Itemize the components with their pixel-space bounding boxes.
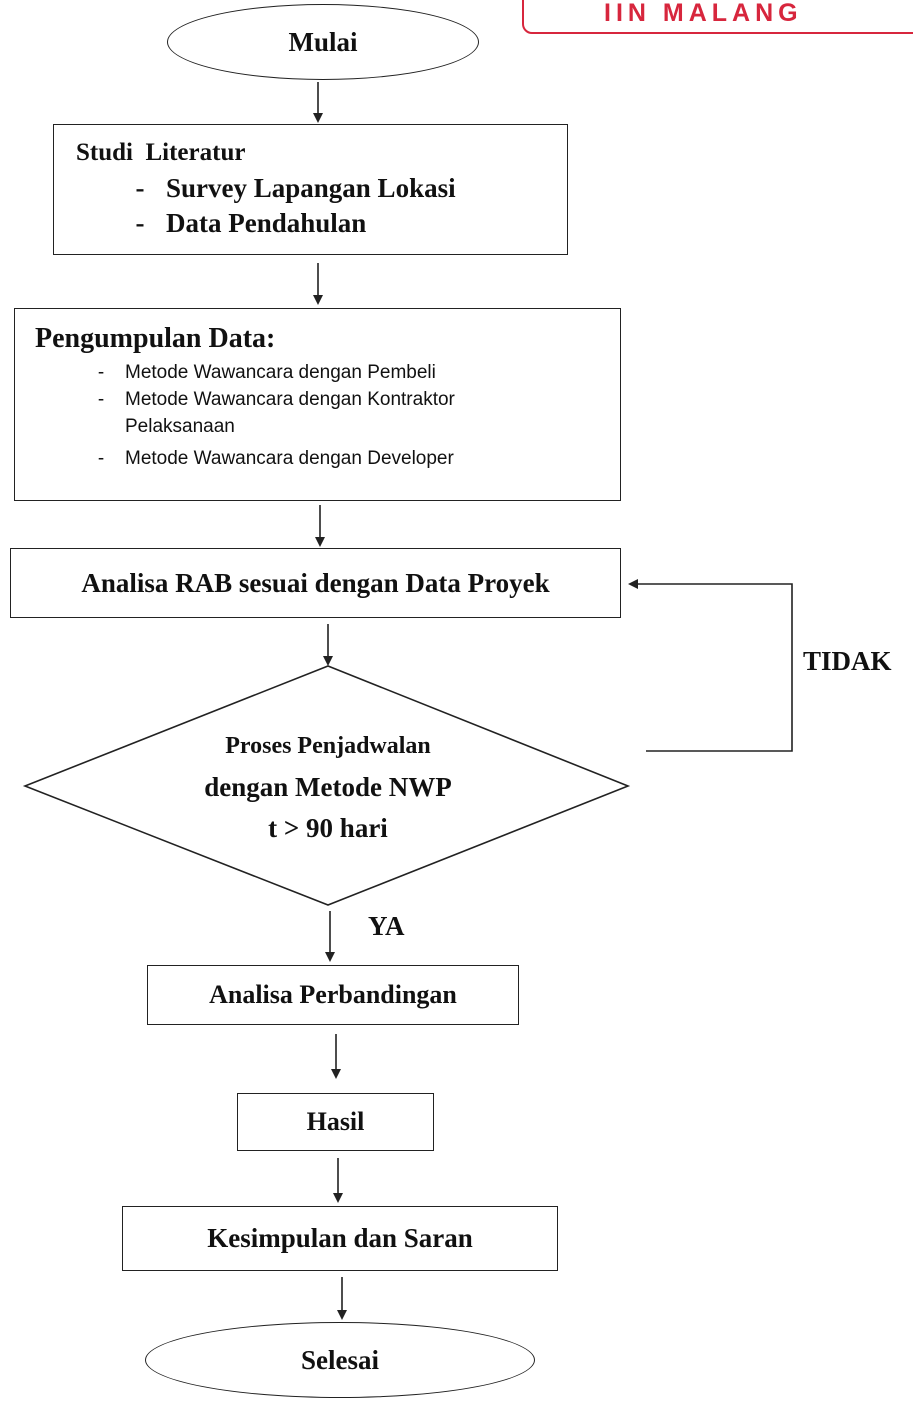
yes-branch-label: YA <box>368 911 405 941</box>
bullet-dash: - <box>135 173 145 203</box>
bullet-dash: - <box>97 362 105 383</box>
end-label: Selesai <box>301 1344 379 1375</box>
start-terminal: Mulai <box>167 4 479 80</box>
analisa-perbandingan-label: Analisa Perbandingan <box>209 980 457 1009</box>
hasil-box: Hasil <box>237 1093 434 1151</box>
kesimpulan-label: Kesimpulan dan Saran <box>207 1223 473 1253</box>
decision-line-1: Proses Penjadwalan <box>225 733 431 759</box>
decision-text: Proses Penjadwalan dengan Metode NWP t >… <box>128 726 528 849</box>
studi-title: Studi Literatur <box>76 139 246 166</box>
studi-item: - Data Pendahulan <box>114 208 367 239</box>
studi-item-label: Survey Lapangan Lokasi <box>166 173 456 203</box>
pengumpulan-item: - Metode Wawancara dengan Developer <box>77 445 454 472</box>
pengumpulan-item-label: Metode Wawancara dengan Pembeli <box>125 362 436 383</box>
studi-item-label: Data Pendahulan <box>166 208 367 238</box>
start-label: Mulai <box>288 26 358 57</box>
analisa-rab-box: Analisa RAB sesuai dengan Data Proyek <box>10 548 621 618</box>
studi-literatur-box: Studi Literatur - Survey Lapangan Lokasi… <box>53 124 568 255</box>
pengumpulan-title: Pengumpulan Data: <box>35 323 276 354</box>
end-terminal: Selesai <box>145 1322 535 1398</box>
pengumpulan-item-label: Metode Wawancara dengan Developer <box>125 448 454 469</box>
stamp-text: IIN MALANG <box>604 0 803 27</box>
no-branch-label: TIDAK <box>803 646 892 676</box>
hasil-label: Hasil <box>306 1107 365 1136</box>
analisa-rab-label: Analisa RAB sesuai dengan Data Proyek <box>81 567 550 598</box>
arrow-no-loop <box>628 579 793 752</box>
pengumpulan-data-box: Pengumpulan Data: - Metode Wawancara den… <box>14 308 621 501</box>
pengumpulan-item-label: Metode Wawancara dengan Kontraktor Pelak… <box>125 389 455 437</box>
kesimpulan-box: Kesimpulan dan Saran <box>122 1206 558 1271</box>
bullet-dash: - <box>97 389 105 410</box>
analisa-perbandingan-box: Analisa Perbandingan <box>147 965 519 1025</box>
studi-item: - Survey Lapangan Lokasi <box>114 173 456 204</box>
decision-diamond <box>22 665 631 906</box>
bullet-dash: - <box>97 448 105 469</box>
bullet-dash: - <box>135 208 145 238</box>
pengumpulan-item: - Metode Wawancara dengan Pembeli <box>77 359 436 386</box>
decision-line-2: dengan Metode NWP <box>204 772 452 802</box>
decision-line-3: t > 90 hari <box>268 813 388 843</box>
pengumpulan-item: - Metode Wawancara dengan Kontraktor Pel… <box>77 386 525 440</box>
library-stamp: IIN MALANG <box>522 0 913 34</box>
